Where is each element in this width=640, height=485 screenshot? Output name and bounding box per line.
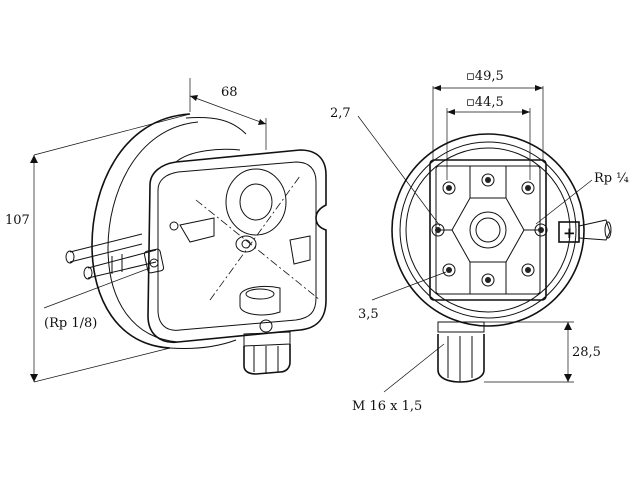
front-view: ▫49,5 ▫44,5 [330, 69, 629, 414]
gland-height-label: 28,5 [572, 345, 601, 360]
height-label: 107 [5, 213, 30, 228]
plus-symbol: + [563, 224, 576, 242]
hole-diameter-label: 2,7 [330, 106, 351, 121]
housing-outer [391, 133, 585, 327]
gland-height-dimension: 28,5 [484, 321, 601, 383]
cable-gland-left [243, 319, 291, 375]
cable-gland-right [437, 321, 485, 383]
perspective-view: 107 68 [5, 78, 327, 383]
plus-port: + [558, 219, 612, 243]
height-dimension: 107 [5, 113, 191, 383]
outer-square-dimension: ▫49,5 [432, 69, 544, 160]
inner-square-label: ▫44,5 [466, 95, 504, 110]
inner-square-dimension: ▫44,5 [446, 95, 531, 180]
housing-rim [405, 147, 571, 313]
gland-leader [383, 343, 445, 393]
depth-dimension: 68 [189, 78, 267, 150]
outer-square-label: ▫49,5 [466, 69, 504, 84]
hole-leader [357, 115, 441, 227]
mounting-holes [431, 173, 548, 287]
mount-hole-label: 3,5 [358, 307, 379, 322]
port-rp-label: Rp ¼ [594, 171, 629, 186]
housing-disc [91, 113, 247, 349]
cover-box [147, 148, 327, 343]
hose-fittings [65, 233, 165, 280]
depth-label: 68 [221, 85, 238, 100]
port-thread-label: (Rp 1/8) [44, 316, 97, 331]
gland-thread-label: M 16 x 1,5 [352, 399, 422, 414]
internal-mechanism [169, 168, 321, 316]
mount-hole-leader [371, 271, 447, 301]
housing-inner [399, 141, 577, 319]
port-leader [535, 179, 593, 225]
